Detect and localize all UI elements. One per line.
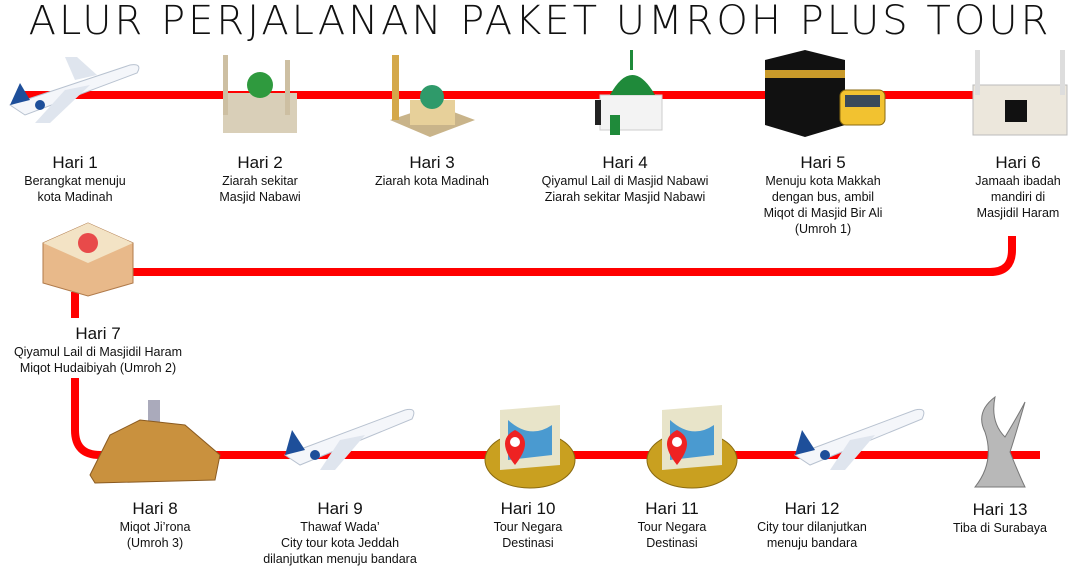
step-day-8: Hari 8 Miqot Ji’rona (Umroh 3) [45, 499, 265, 551]
day-label: Hari 13 [972, 500, 1028, 519]
step-day-1: Hari 1 Berangkat menuju kota Madinah [0, 153, 185, 205]
day-description: Ziarah kota Madinah [375, 174, 489, 188]
step-day-4: Hari 4 Qiyamul Lail di Masjid Nabawi Zia… [515, 153, 735, 205]
step-day-9: Hari 9 Thawaf Wada’ City tour kota Jedda… [230, 499, 450, 567]
day-description: Ziarah sekitar Masjid Nabawi [219, 174, 301, 204]
mosque-icon [223, 55, 297, 133]
day-description: Miqot Ji’rona (Umroh 3) [119, 520, 191, 550]
map-pin-icon [646, 405, 738, 489]
day-label: Hari 3 [409, 153, 455, 172]
day-description: City tour dilanjutkan menuju bandara [757, 520, 867, 550]
day-label: Hari 12 [784, 499, 840, 518]
day-label: Hari 2 [237, 153, 283, 172]
step-day-10: Hari 10 Tour Negara Destinasi [418, 499, 638, 551]
day-description: Berangkat menuju kota Madinah [24, 174, 126, 204]
step-day-5: Hari 5 Menuju kota Makkah dengan bus, am… [713, 153, 933, 237]
mosque-red-dome-icon [42, 222, 134, 297]
map-pin-icon [484, 405, 576, 489]
step-day-7: Hari 7 Qiyamul Lail di Masjidil Haram Mi… [0, 324, 208, 376]
day-description: Tour Negara Destinasi [493, 520, 563, 550]
day-label: Hari 9 [317, 499, 363, 518]
day-label: Hari 1 [52, 153, 98, 172]
step-day-2: Hari 2 Ziarah sekitar Masjid Nabawi [150, 153, 370, 205]
step-day-11: Hari 11 Tour Negara Destinasi [562, 499, 782, 551]
step-day-13: Hari 13 Tiba di Surabaya [890, 500, 1080, 536]
day-description: Menuju kota Makkah dengan bus, ambil Miq… [763, 174, 883, 236]
day-description: Tiba di Surabaya [952, 521, 1048, 535]
masjidil-haram-icon [972, 50, 1068, 136]
day-description: Jamaah ibadah mandiri di Masjidil Haram [975, 174, 1061, 220]
step-day-3: Hari 3 Ziarah kota Madinah [322, 153, 542, 189]
day-description: Tour Negara Destinasi [637, 520, 707, 550]
airplane-icon [8, 57, 140, 123]
day-description: Thawaf Wada’ City tour kota Jeddah dilan… [263, 520, 417, 566]
day-label: Hari 10 [500, 499, 556, 518]
airplane-icon [283, 408, 415, 470]
day-description: Qiyamul Lail di Masjid Nabawi Ziarah sek… [541, 174, 709, 204]
step-day-6: Hari 6 Jamaah ibadah mandiri di Masjidil… [908, 153, 1080, 221]
mountain-icon [89, 400, 221, 484]
day-description: Qiyamul Lail di Masjidil Haram Miqot Hud… [13, 345, 183, 375]
mosque-green-dome-icon [595, 50, 663, 135]
sculpture-icon [973, 395, 1026, 488]
day-label: Hari 7 [75, 324, 121, 343]
step-day-12: Hari 12 City tour dilanjutkan menuju ban… [702, 499, 922, 551]
day-label: Hari 11 [645, 499, 699, 518]
day-label: Hari 5 [800, 153, 846, 172]
page-title: ALUR PERJALANAN PAKET UMROH PLUS TOUR [28, 0, 1052, 44]
airplane-icon [793, 408, 925, 470]
day-label: Hari 6 [995, 153, 1041, 172]
day-label: Hari 4 [602, 153, 648, 172]
day-label: Hari 8 [132, 499, 178, 518]
mosque-icon [390, 55, 475, 137]
kaaba-bus-icon [765, 50, 886, 137]
